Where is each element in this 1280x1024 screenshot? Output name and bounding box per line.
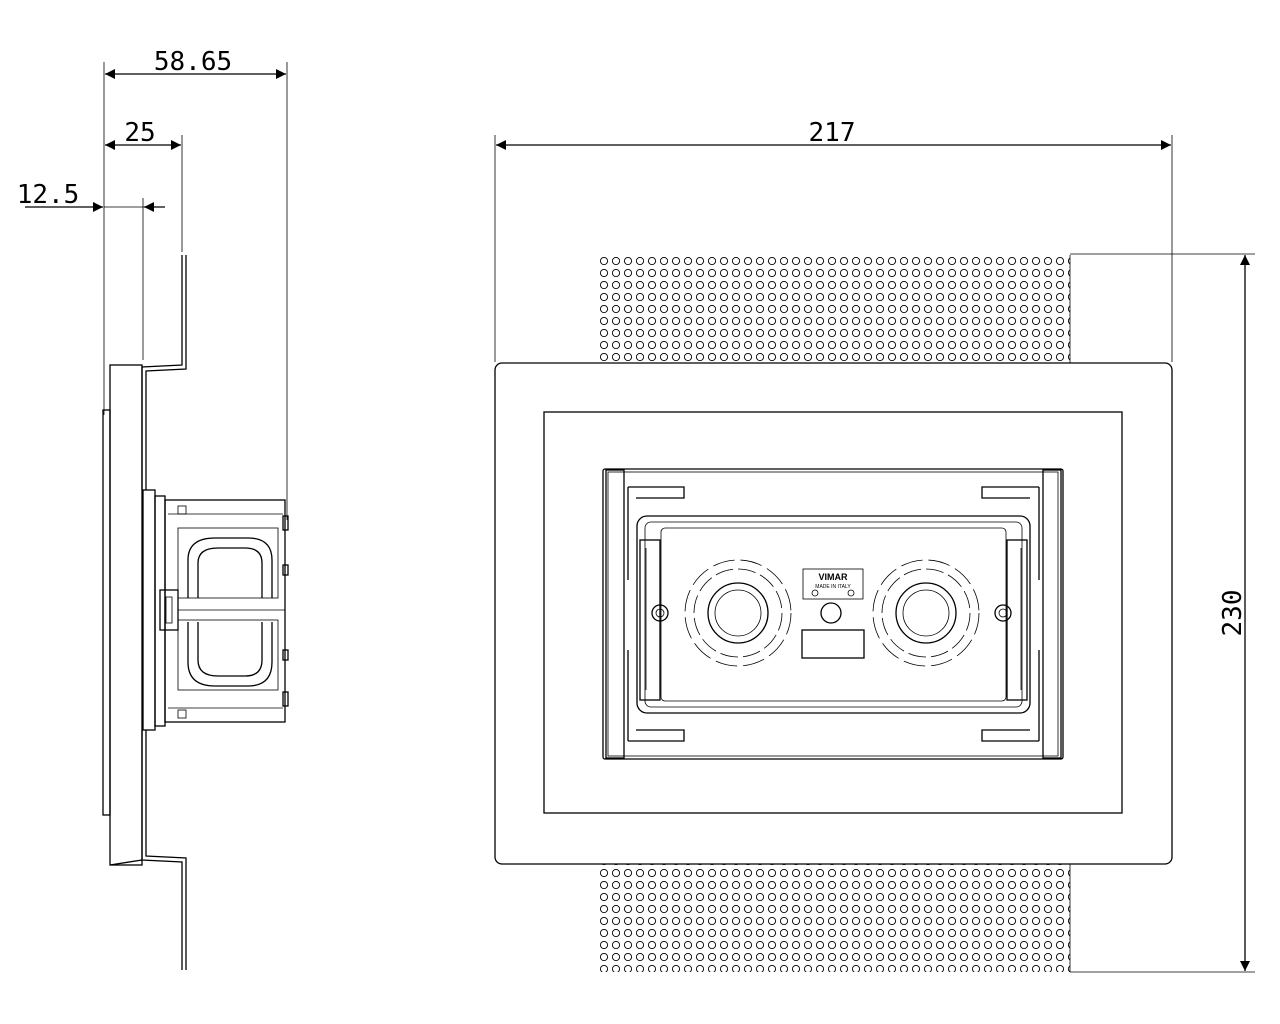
dimension-front-height: 230 [1218, 255, 1250, 971]
outer-frame [494, 362, 1173, 865]
brand-subtitle: MADE IN ITALY [815, 584, 851, 590]
screw-left [651, 604, 669, 622]
screw-right [994, 604, 1012, 622]
knockout-right [872, 559, 980, 667]
side-view: 58.65 25 12.5 [17, 47, 289, 970]
brand-plate: VIMAR MADE IN ITALY [801, 568, 865, 659]
mounting-plate [602, 468, 1064, 760]
dimension-side-total: 58.65 [105, 47, 286, 79]
dimension-side-small: 12.5 [17, 180, 165, 212]
front-view: 217 230 [494, 118, 1255, 973]
flush-box-side [142, 489, 289, 731]
perforated-flange-top [598, 255, 1070, 363]
dimension-label-front-height: 230 [1218, 590, 1248, 637]
knockout-left [684, 559, 792, 667]
dimension-front-width: 217 [496, 118, 1171, 150]
perforated-flange-bottom [598, 864, 1070, 972]
brand-name: VIMAR [819, 572, 849, 582]
flush-box: VIMAR MADE IN ITALY [636, 515, 1031, 714]
dimension-label-side-mid: 25 [124, 118, 155, 148]
frame-profile [102, 255, 187, 970]
dimension-label-side-small: 12.5 [17, 180, 80, 210]
inner-frame [543, 411, 1123, 814]
dimension-side-mid: 25 [105, 118, 181, 150]
dimension-label-front-width: 217 [809, 118, 856, 148]
dimension-label-side-total: 58.65 [154, 47, 232, 77]
